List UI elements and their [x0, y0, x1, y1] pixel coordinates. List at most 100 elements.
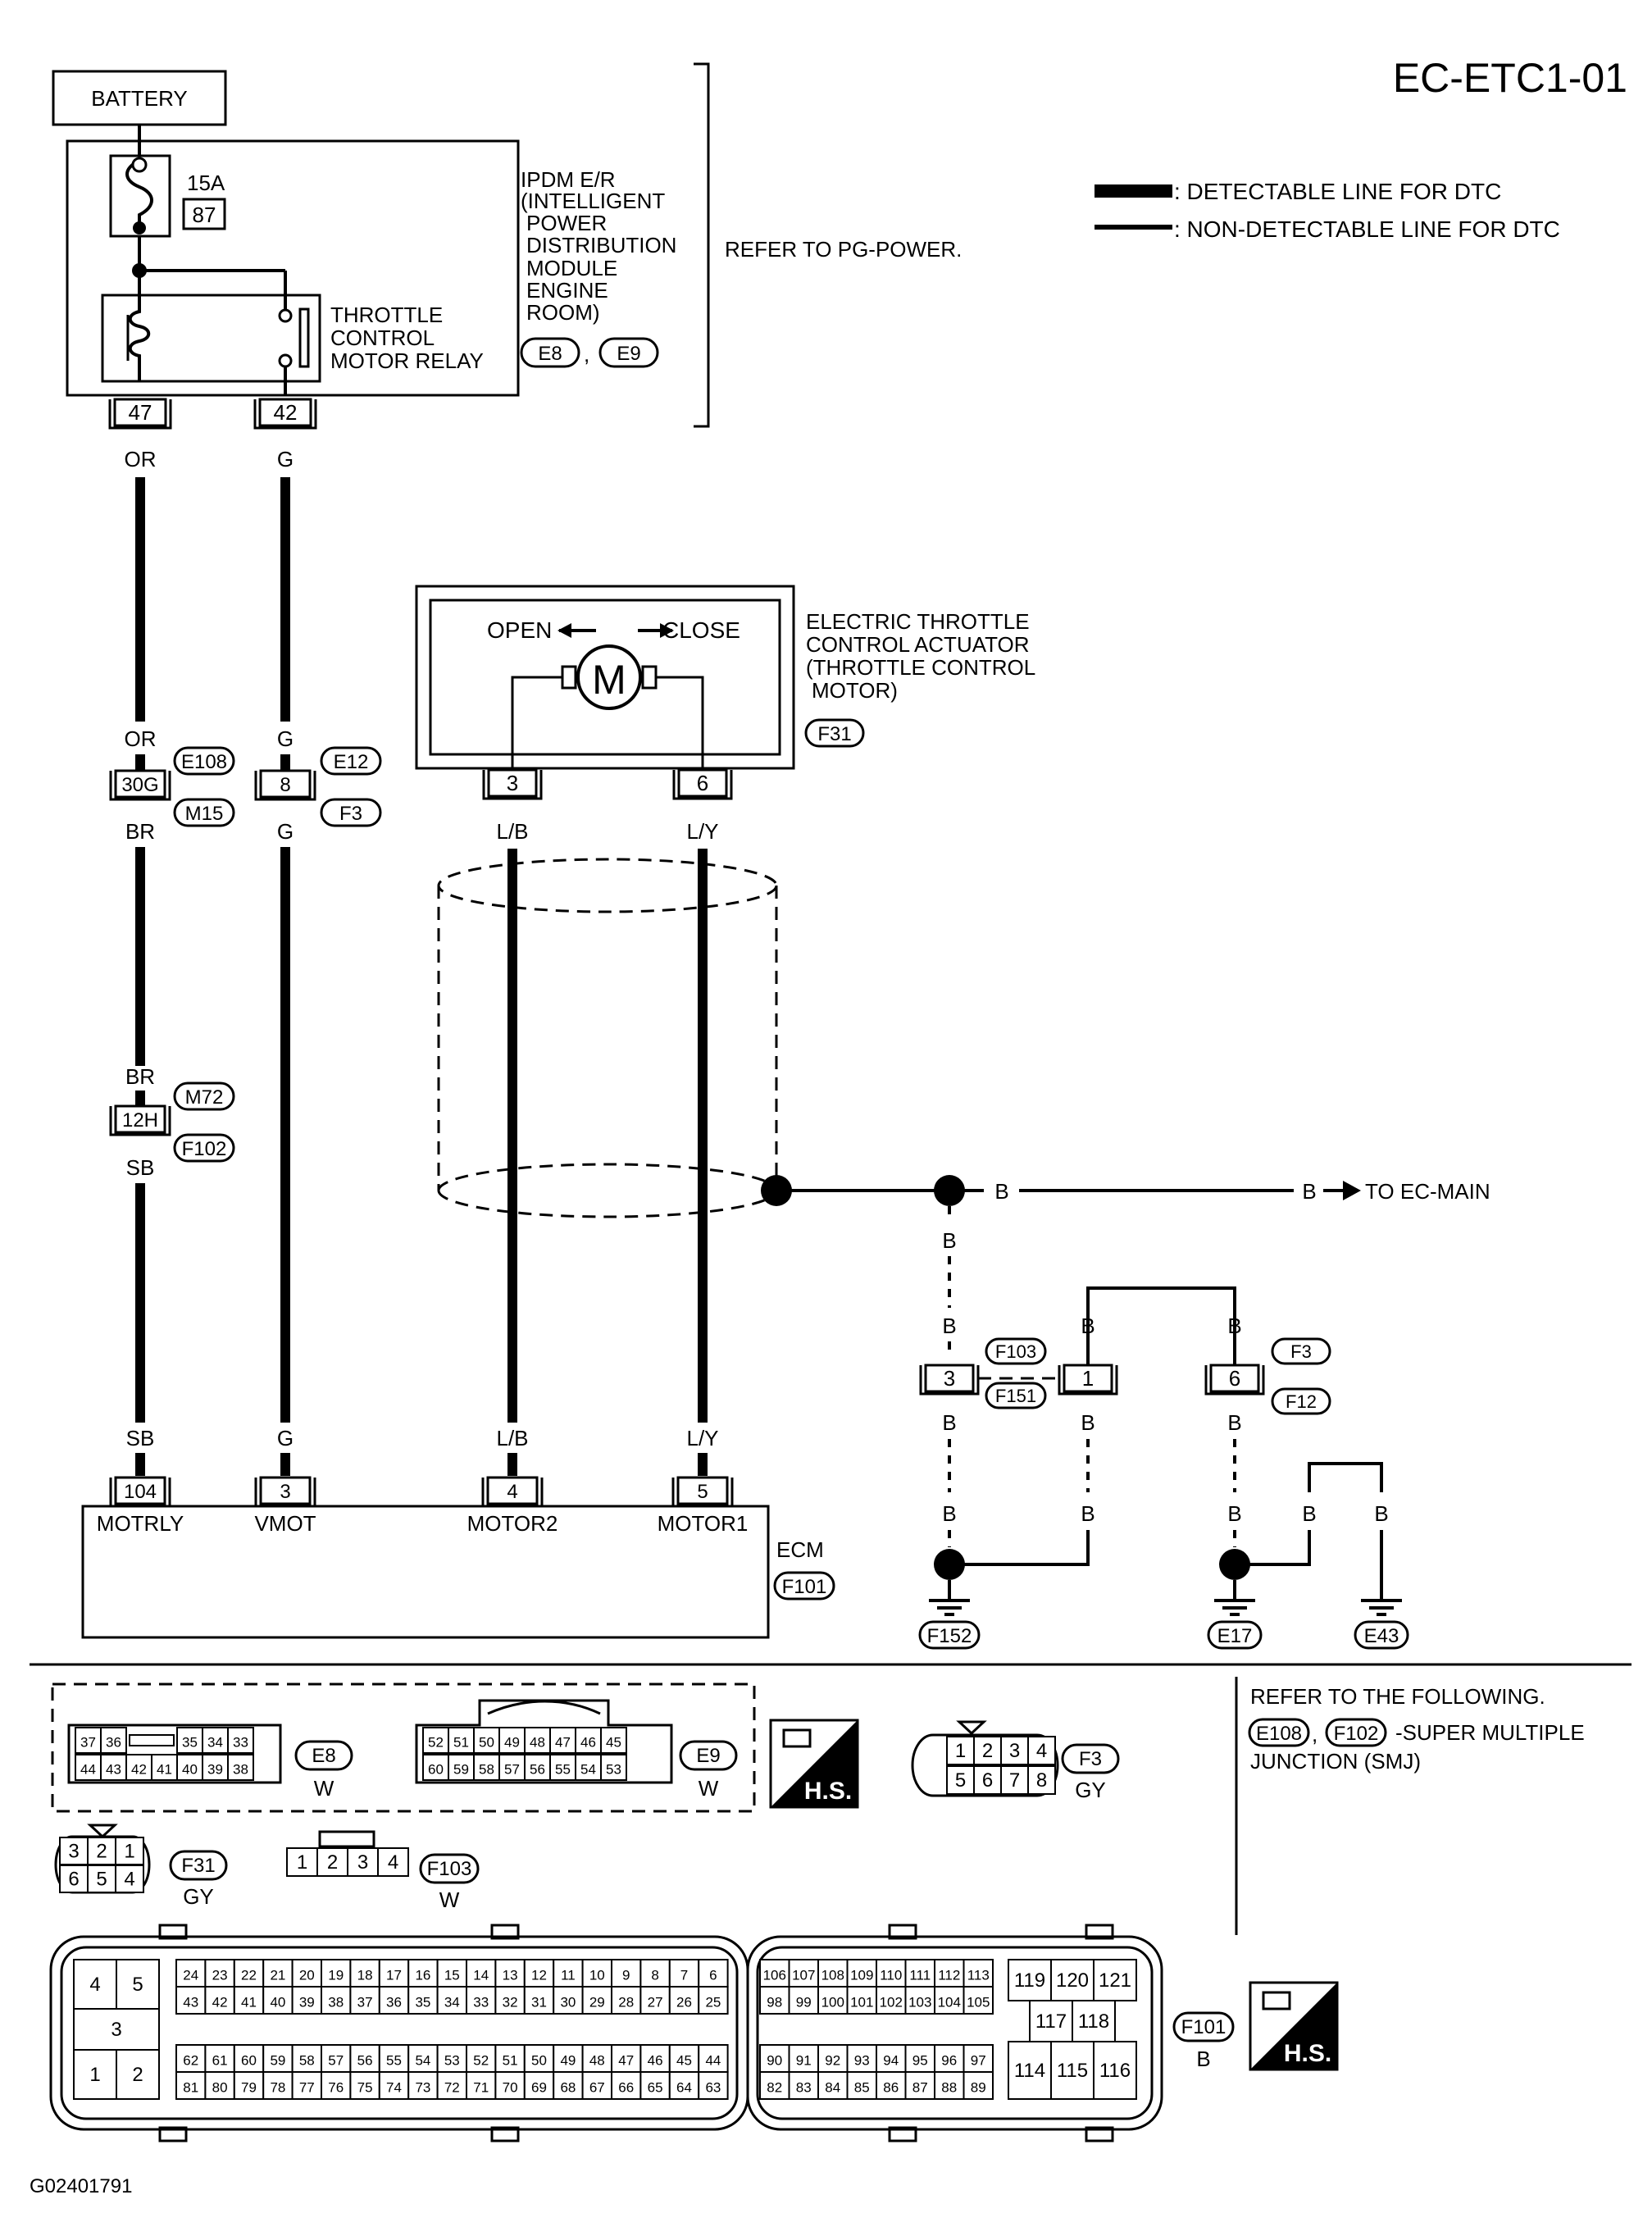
f101-pin: 14	[473, 1968, 489, 1983]
figure-id: G02401791	[30, 2175, 132, 2197]
e8-pin-cell	[202, 1754, 229, 1781]
relay-coil	[128, 295, 151, 381]
ipdm-refer: REFER TO PG-POWER.	[725, 237, 962, 262]
f101-pin-cell	[876, 2071, 907, 2100]
e9-pin: 46	[580, 1735, 596, 1751]
f101-pin: 40	[270, 1995, 285, 2010]
f101-tab-1	[158, 1924, 188, 1940]
e8-pin: 38	[233, 1762, 248, 1778]
e8-pin-cell	[75, 1727, 102, 1754]
f101-pin: 83	[796, 2080, 812, 2096]
f101-pin-cell	[639, 2071, 671, 2100]
e9-pin-cell	[498, 1727, 526, 1754]
e8-pin-cell	[176, 1727, 203, 1754]
wire-or-label-top: OR	[125, 447, 157, 471]
f101-tab-6	[490, 2126, 520, 2142]
f101-pin: 31	[531, 1995, 547, 2010]
conn-e12-label: E12	[334, 751, 369, 773]
f31-pin: 2	[96, 1841, 107, 1863]
e9-pin: 48	[530, 1735, 545, 1751]
motor-wires: L/B L/Y L/B L/Y	[437, 819, 792, 1476]
e8-pin: 39	[207, 1762, 223, 1778]
f101-pin-cell	[291, 1986, 323, 2015]
e9-pin: 58	[479, 1762, 494, 1778]
f3-pin-cell	[1027, 1736, 1056, 1765]
f101-pin-cell	[204, 1986, 235, 2015]
actuator-terminal-3-bracket	[482, 770, 543, 800]
f3-terminal-6-no: 6	[1229, 1366, 1240, 1391]
f101-pin: 87	[912, 2080, 928, 2096]
ecm-name: ECM	[776, 1537, 824, 1562]
motor-letter: M	[592, 657, 626, 703]
f101-pin-cell	[494, 2071, 526, 2100]
ground-b-1: B	[942, 1228, 956, 1253]
shield-top	[437, 858, 778, 913]
f101-pin: 23	[212, 1968, 228, 1983]
battery-box	[52, 70, 227, 126]
f101-pin: 75	[357, 2080, 373, 2096]
wire-ly-label-bottom: L/Y	[686, 1426, 718, 1450]
f31-pin: 3	[68, 1841, 79, 1863]
f101-pin: 74	[386, 2080, 402, 2096]
f3-pin: 5	[955, 1769, 966, 1792]
motor-symbol	[576, 644, 642, 710]
f101-pin-cell	[611, 1986, 642, 2015]
e9-pin-cell	[549, 1727, 576, 1754]
f101-tab-4	[1085, 1924, 1114, 1940]
e9-pin: 56	[530, 1762, 545, 1778]
open-arrow-head	[557, 623, 571, 638]
notes-smj: -SUPER MULTIPLE	[1395, 1720, 1585, 1745]
conn-e108-label: E108	[181, 751, 227, 773]
conn-f151	[985, 1382, 1047, 1409]
ipdm-terminal-42-bracket	[253, 399, 317, 430]
e8-pin-cell	[151, 1754, 178, 1781]
f101-pin-cell	[963, 2044, 994, 2073]
ground-e17-label: E17	[1217, 1625, 1253, 1647]
f101-pin-cell	[963, 2071, 994, 2100]
f101-pin: 72	[444, 2080, 460, 2096]
wire-motrly: OR OR 30G E108 M15 BR BR 12H M72 F102 SB…	[109, 447, 235, 1476]
f101-pin-cell	[407, 2071, 439, 2100]
f101-far-pin-cell	[1093, 2041, 1137, 2100]
f101-pin: 52	[473, 2053, 489, 2069]
relay-contact-top	[278, 308, 293, 323]
f101-pin: 108	[821, 1968, 844, 1983]
notes-smj-2: JUNCTION (SMJ)	[1250, 1749, 1421, 1774]
ecm-terminal-4	[486, 1476, 539, 1505]
relay-label-1: THROTTLE	[330, 303, 443, 327]
f101-pin: 39	[299, 1995, 315, 2010]
e9-pin: 45	[606, 1735, 621, 1751]
f101-pin-cell	[817, 1986, 849, 2015]
ecm-connector-f101	[773, 1571, 835, 1601]
f101-pin: 96	[941, 2053, 957, 2069]
motor-lead-right	[656, 676, 704, 768]
close-arrow-head	[660, 623, 674, 638]
f101-small-pin-cell	[116, 2049, 160, 2100]
e8-pin-cell	[227, 1727, 254, 1754]
f101-pin: 90	[767, 2053, 782, 2069]
e9-pin-cell	[422, 1727, 449, 1754]
conn-m72-label: M72	[185, 1086, 224, 1109]
e9-pin: 52	[428, 1735, 444, 1751]
wire-g-label-mid: G	[277, 819, 294, 844]
ground-splice-f152	[934, 1549, 965, 1580]
conn-f12-label: F12	[1286, 1391, 1317, 1412]
f101-pin: 98	[767, 1995, 782, 2010]
f101-far-pin: 117	[1035, 2010, 1067, 2033]
f101-pin: 26	[676, 1995, 692, 2010]
f101-far-pin-cell	[1008, 2041, 1052, 2100]
f101-pin: 65	[648, 2080, 663, 2096]
wire-vmot: G G 8 E12 F3 G G	[254, 447, 382, 1476]
f101-pin-cell	[668, 1959, 700, 1988]
f101-pin-cell	[817, 2044, 849, 2073]
e8-body	[67, 1723, 282, 1784]
ground-b-4: B	[942, 1501, 956, 1526]
f3-pin: 2	[982, 1740, 993, 1762]
f3-pin-cell	[973, 1736, 1002, 1765]
e8-pin: 35	[182, 1735, 198, 1751]
conn-f102-label: F102	[182, 1138, 227, 1160]
ground-b-12: B	[1374, 1501, 1388, 1526]
ipdm-connector-e9-label: E9	[617, 343, 640, 365]
